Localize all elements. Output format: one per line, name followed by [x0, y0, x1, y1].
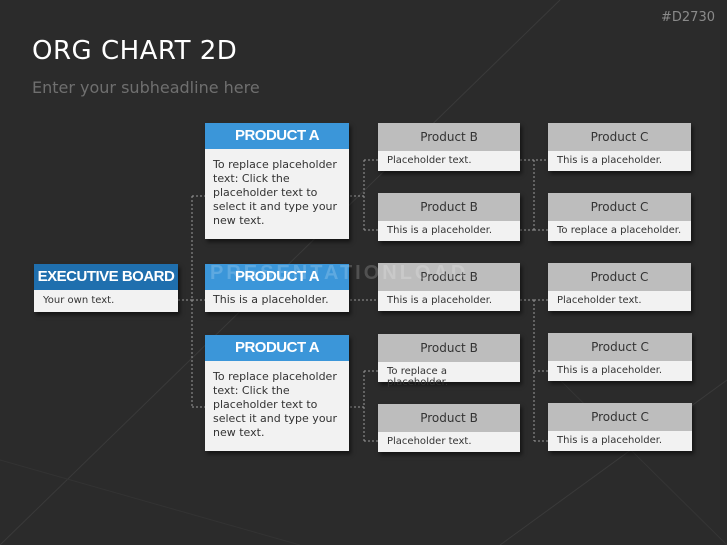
product-c-box: Product C This is a placeholder. [548, 123, 691, 171]
product-c-text: To replace a placeholder. [548, 221, 691, 241]
product-b-box: Product B This is a placeholder. [378, 193, 520, 241]
product-c-text: This is a placeholder. [548, 151, 691, 171]
product-a-text: To replace placeholder text: Click the p… [205, 361, 349, 451]
product-b-box: Product B Placeholder text. [378, 123, 520, 171]
product-b-title: Product B [378, 334, 520, 362]
product-c-title: Product C [548, 403, 692, 431]
product-b-box: Product B To replace a placeholder. [378, 334, 520, 388]
product-a-title: PRODUCT A [205, 335, 349, 361]
product-c-title: Product C [548, 333, 692, 361]
product-c-title: Product C [548, 193, 691, 221]
product-a-title: PRODUCT A [205, 264, 349, 290]
product-b-text: Placeholder text. [378, 432, 520, 452]
product-c-box: Product C This is a placeholder. [548, 403, 692, 451]
product-b-text: Placeholder text. [378, 151, 520, 171]
product-b-title: Product B [378, 404, 520, 432]
product-b-title: Product B [378, 193, 520, 221]
product-b-box: Product B This is a placeholder. [378, 263, 520, 311]
product-a-text: To replace placeholder text: Click the p… [205, 149, 349, 239]
product-c-box: Product C To replace a placeholder. [548, 193, 691, 241]
executive-board-text: Your own text. [34, 290, 178, 312]
product-c-text: Placeholder text. [548, 291, 691, 311]
product-a-box: PRODUCT A To replace placeholder text: C… [205, 123, 349, 239]
product-b-text: This is a placeholder. [378, 221, 520, 241]
product-b-title: Product B [378, 123, 520, 151]
product-c-title: Product C [548, 263, 691, 291]
executive-board-box: EXECUTIVE BOARD Your own text. [34, 264, 178, 312]
product-c-text: This is a placeholder. [548, 431, 692, 451]
product-a-title: PRODUCT A [205, 123, 349, 149]
executive-board-title: EXECUTIVE BOARD [34, 264, 178, 290]
product-a-box: PRODUCT A To replace placeholder text: C… [205, 335, 349, 451]
product-c-text: This is a placeholder. [548, 361, 692, 381]
slide-code: #D2730 [661, 10, 715, 25]
product-b-box: Product B Placeholder text. [378, 404, 520, 452]
page-title: ORG CHART 2D [32, 36, 238, 66]
product-b-text: This is a placeholder. [378, 291, 520, 311]
product-c-box: Product C Placeholder text. [548, 263, 691, 311]
product-c-title: Product C [548, 123, 691, 151]
product-a-box: PRODUCT A This is a placeholder. [205, 264, 349, 312]
watermark: PRESENTATIONLOAD [210, 262, 469, 284]
product-b-text: To replace a placeholder. [378, 362, 520, 388]
product-a-text: This is a placeholder. [205, 290, 349, 312]
page-subtitle: Enter your subheadline here [32, 78, 260, 97]
product-b-title: Product B [378, 263, 520, 291]
product-c-box: Product C This is a placeholder. [548, 333, 692, 381]
